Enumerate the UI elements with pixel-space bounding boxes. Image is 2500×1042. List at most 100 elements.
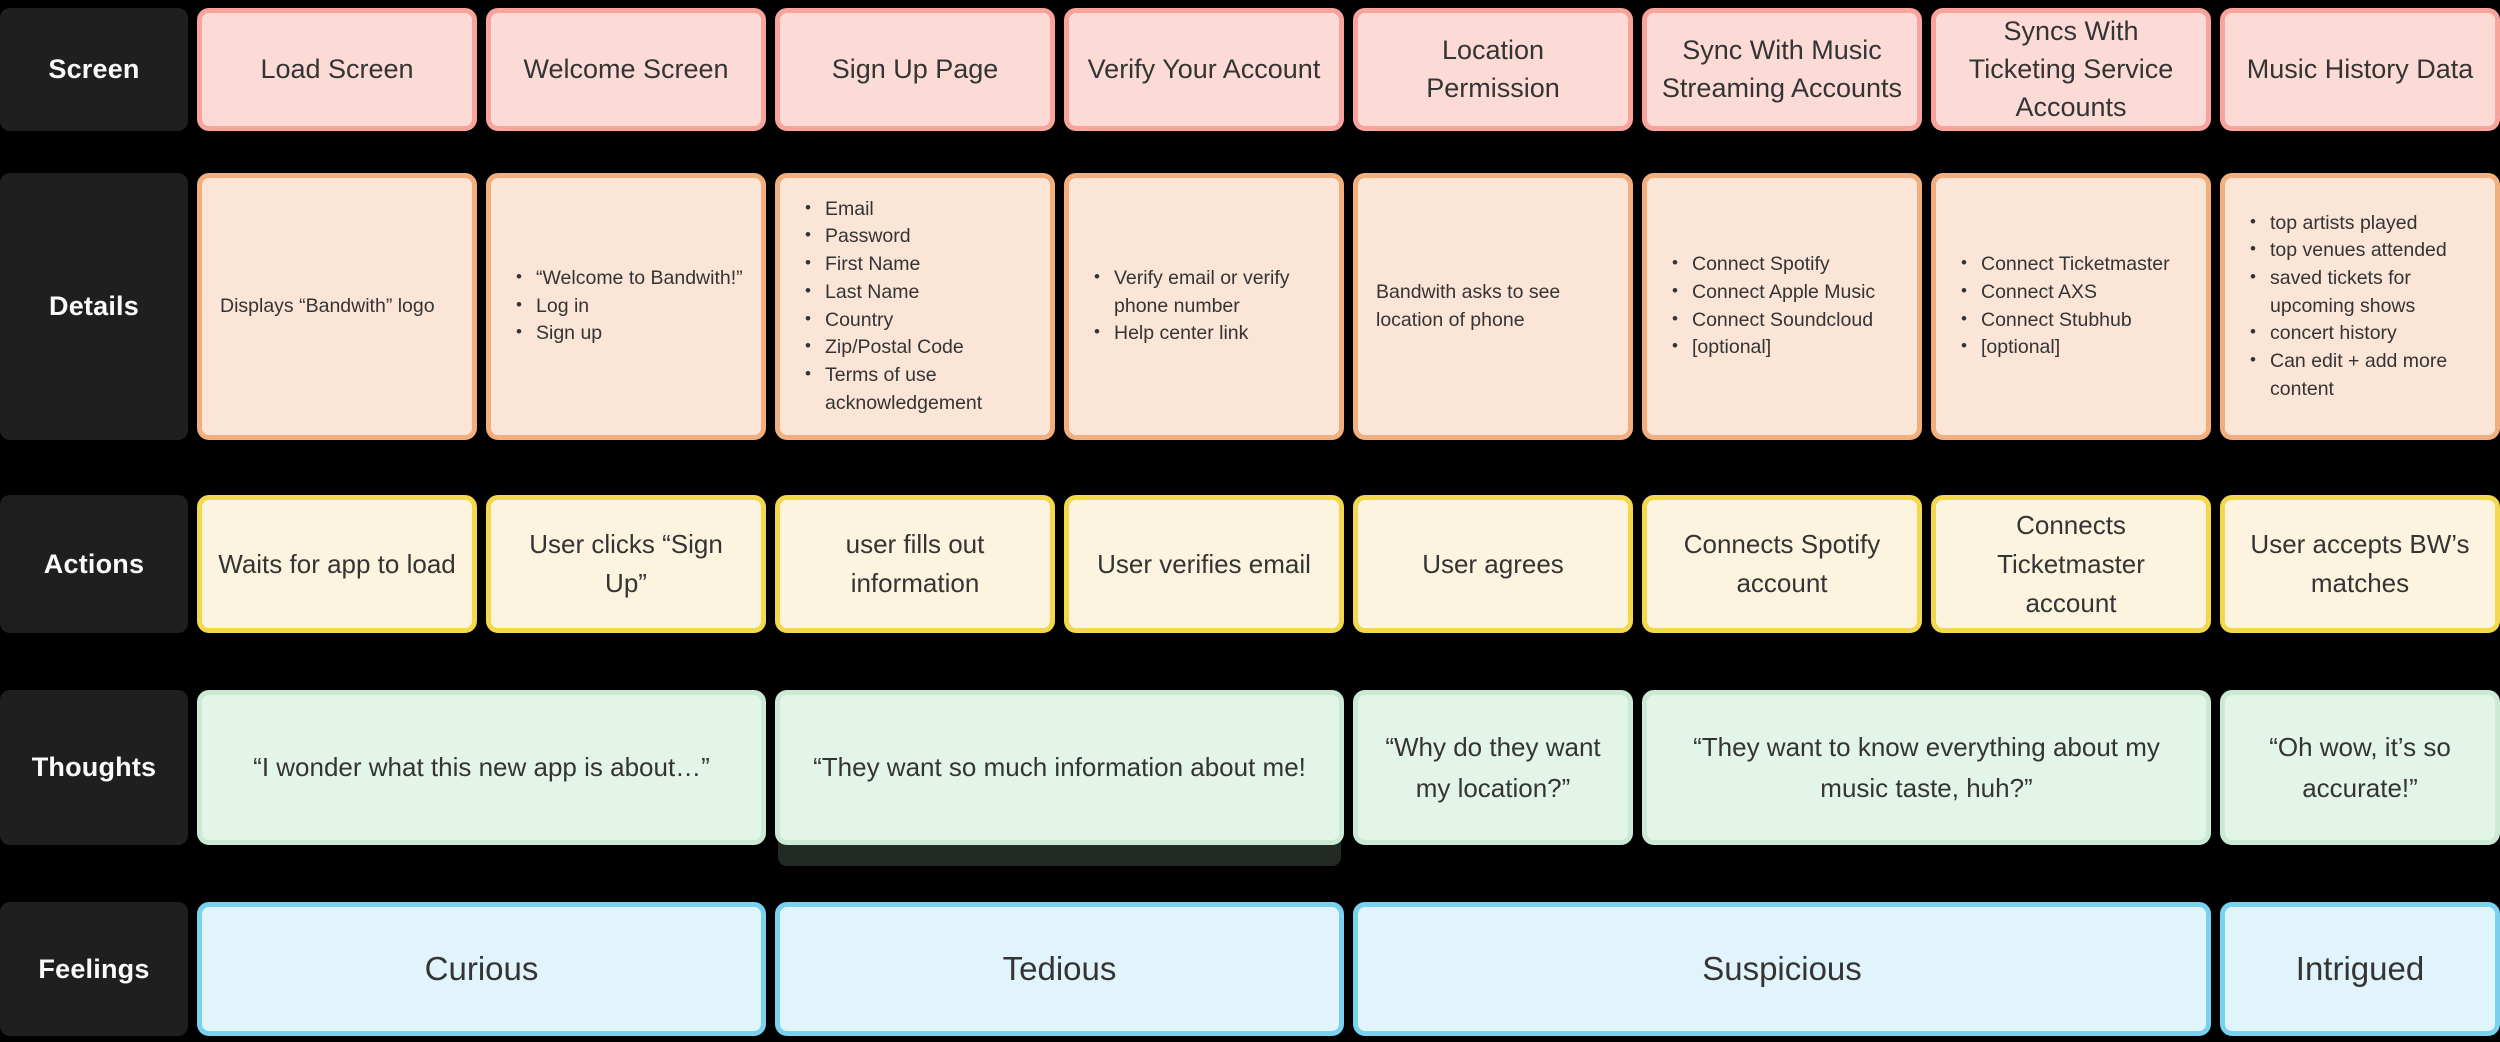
- bullet-item: Verify email or verify phone number: [1087, 265, 1325, 320]
- action-card-text: User agrees: [1422, 548, 1564, 579]
- action-card-text: User verifies email: [1097, 548, 1311, 579]
- bullet-item: Connect AXS: [1954, 279, 2170, 307]
- details-bullet-list: Email Password First Name Last Name Coun…: [798, 196, 1036, 418]
- details-card-verify[interactable]: Verify email or verify phone number Help…: [1064, 173, 1344, 440]
- feeling-card-text: Tedious: [1002, 949, 1117, 987]
- thought-card-music-taste[interactable]: “They want to know everything about my m…: [1642, 690, 2211, 845]
- bullet-item: [optional]: [1665, 334, 1875, 362]
- feeling-card-text: Intrigued: [2295, 949, 2425, 987]
- bullet-item: Email: [798, 196, 1036, 224]
- feeling-card-curious[interactable]: Curious: [197, 902, 766, 1036]
- screen-card-sign-up-page[interactable]: Sign Up Page: [775, 8, 1055, 132]
- details-row: Details Displays “Bandwith” logo “Welcom…: [0, 173, 2500, 440]
- feeling-card-text: Suspicious: [1702, 949, 1862, 987]
- screen-card-verify-account[interactable]: Verify Your Account: [1064, 8, 1344, 132]
- screen-card-text: Sign Up Page: [831, 53, 999, 84]
- screen-card-text: Load Screen: [260, 53, 414, 84]
- action-card-connects-ticketmaster[interactable]: Connects Ticketmaster account: [1931, 495, 2211, 633]
- actions-row: Actions Waits for app to load User click…: [0, 495, 2500, 633]
- action-card-text: Waits for app to load: [218, 548, 456, 579]
- thought-card-why-location[interactable]: “Why do they want my location?”: [1353, 690, 1633, 845]
- action-card-waits-load[interactable]: Waits for app to load: [197, 495, 477, 633]
- screen-card-text: Verify Your Account: [1087, 53, 1321, 84]
- action-card-fills-info[interactable]: user fills out information: [775, 495, 1055, 633]
- thought-card-text: “I wonder what this new app is about…”: [253, 752, 710, 783]
- bullet-item: Sign up: [509, 320, 743, 348]
- details-text: Displays “Bandwith” logo: [220, 294, 435, 317]
- row-label-screen[interactable]: Screen: [0, 8, 188, 132]
- details-bullet-list: top artists played top venues attended s…: [2243, 210, 2481, 404]
- bullet-item: Terms of use acknowledgement: [798, 362, 1036, 417]
- screen-card-text: Sync With Music Streaming Accounts: [1661, 34, 1903, 103]
- row-label-actions[interactable]: Actions: [0, 495, 188, 633]
- thought-card-text: “Oh wow, it’s so accurate!”: [2269, 732, 2451, 803]
- action-card-accepts-matches[interactable]: User accepts BW’s matches: [2220, 495, 2500, 633]
- action-card-agrees[interactable]: User agrees: [1353, 495, 1633, 633]
- feeling-card-text: Curious: [424, 949, 539, 987]
- bullet-item: First Name: [798, 251, 1036, 279]
- screen-card-welcome-screen[interactable]: Welcome Screen: [486, 8, 766, 132]
- details-bullet-list: Verify email or verify phone number Help…: [1087, 265, 1325, 348]
- action-card-text: Connects Ticketmaster account: [1997, 509, 2145, 618]
- details-bullet-list: Connect Spotify Connect Apple Music Conn…: [1665, 251, 1875, 362]
- bullet-item: Connect Apple Music: [1665, 279, 1875, 307]
- action-card-verifies-email[interactable]: User verifies email: [1064, 495, 1344, 633]
- screen-card-load-screen[interactable]: Load Screen: [197, 8, 477, 132]
- row-label-feelings[interactable]: Feelings: [0, 902, 188, 1036]
- details-card-music-sync[interactable]: Connect Spotify Connect Apple Music Conn…: [1642, 173, 1922, 440]
- row-label-details[interactable]: Details: [0, 173, 188, 440]
- details-bullet-list: Connect Ticketmaster Connect AXS Connect…: [1954, 251, 2170, 362]
- details-card-welcome[interactable]: “Welcome to Bandwith!” Log in Sign up: [486, 173, 766, 440]
- thoughts-row: Thoughts “I wonder what this new app is …: [0, 690, 2500, 845]
- details-card-location[interactable]: Bandwith asks to see location of phone: [1353, 173, 1633, 440]
- action-card-clicks-signup[interactable]: User clicks “Sign Up”: [486, 495, 766, 633]
- bullet-item: [optional]: [1954, 334, 2170, 362]
- bullet-item: concert history: [2243, 320, 2481, 348]
- details-card-load-screen[interactable]: Displays “Bandwith” logo: [197, 173, 477, 440]
- bullet-item: Last Name: [798, 279, 1036, 307]
- feeling-card-suspicious[interactable]: Suspicious: [1353, 902, 2211, 1036]
- bullet-item: Log in: [509, 293, 743, 321]
- screen-card-text: Music History Data: [2246, 53, 2474, 84]
- action-card-text: User accepts BW’s matches: [2250, 529, 2470, 598]
- screen-card-text: Location Permission: [1426, 34, 1560, 103]
- bullet-item: Zip/Postal Code: [798, 334, 1036, 362]
- screen-card-text: Welcome Screen: [523, 53, 729, 84]
- thought-card-text: “They want to know everything about my m…: [1693, 732, 2160, 803]
- feeling-card-tedious[interactable]: Tedious: [775, 902, 1344, 1036]
- bullet-item: Can edit + add more content: [2243, 348, 2481, 403]
- bullet-item: Connect Spotify: [1665, 251, 1875, 279]
- screen-card-sync-ticketing[interactable]: Syncs With Ticketing Service Accounts: [1931, 8, 2211, 132]
- bullet-item: “Welcome to Bandwith!”: [509, 265, 743, 293]
- bullet-item: Country: [798, 307, 1036, 335]
- details-card-signup[interactable]: Email Password First Name Last Name Coun…: [775, 173, 1055, 440]
- screen-card-location-permission[interactable]: Location Permission: [1353, 8, 1633, 132]
- details-text: Bandwith asks to see location of phone: [1376, 280, 1561, 331]
- thought-card-text: “They want so much information about me!: [813, 752, 1306, 783]
- action-card-text: user fills out information: [845, 529, 985, 598]
- action-card-text: User clicks “Sign Up”: [529, 529, 723, 598]
- thought-card-wonder[interactable]: “I wonder what this new app is about…”: [197, 690, 766, 845]
- thought-card-so-much-info[interactable]: “They want so much information about me!: [775, 690, 1344, 845]
- bullet-item: top artists played: [2243, 210, 2481, 238]
- screen-card-music-history[interactable]: Music History Data: [2220, 8, 2500, 132]
- screen-card-text: Syncs With Ticketing Service Accounts: [1968, 16, 2174, 122]
- bullet-item: Connect Ticketmaster: [1954, 251, 2170, 279]
- details-card-ticketing-sync[interactable]: Connect Ticketmaster Connect AXS Connect…: [1931, 173, 2211, 440]
- details-card-music-history[interactable]: top artists played top venues attended s…: [2220, 173, 2500, 440]
- screen-card-sync-music[interactable]: Sync With Music Streaming Accounts: [1642, 8, 1922, 132]
- details-bullet-list: “Welcome to Bandwith!” Log in Sign up: [509, 265, 743, 348]
- bullet-item: saved tickets for upcoming shows: [2243, 265, 2481, 320]
- action-card-text: Connects Spotify account: [1683, 529, 1881, 598]
- bullet-item: top venues attended: [2243, 237, 2481, 265]
- feelings-row: Feelings Curious Tedious Suspicious Intr…: [0, 902, 2500, 1036]
- feeling-card-intrigued[interactable]: Intrigued: [2220, 902, 2500, 1036]
- thought-card-text: “Why do they want my location?”: [1385, 732, 1601, 803]
- bullet-item: Connect Stubhub: [1954, 307, 2170, 335]
- bullet-item: Password: [798, 223, 1036, 251]
- action-card-connects-spotify[interactable]: Connects Spotify account: [1642, 495, 1922, 633]
- bullet-item: Connect Soundcloud: [1665, 307, 1875, 335]
- row-label-thoughts[interactable]: Thoughts: [0, 690, 188, 845]
- thought-card-so-accurate[interactable]: “Oh wow, it’s so accurate!”: [2220, 690, 2500, 845]
